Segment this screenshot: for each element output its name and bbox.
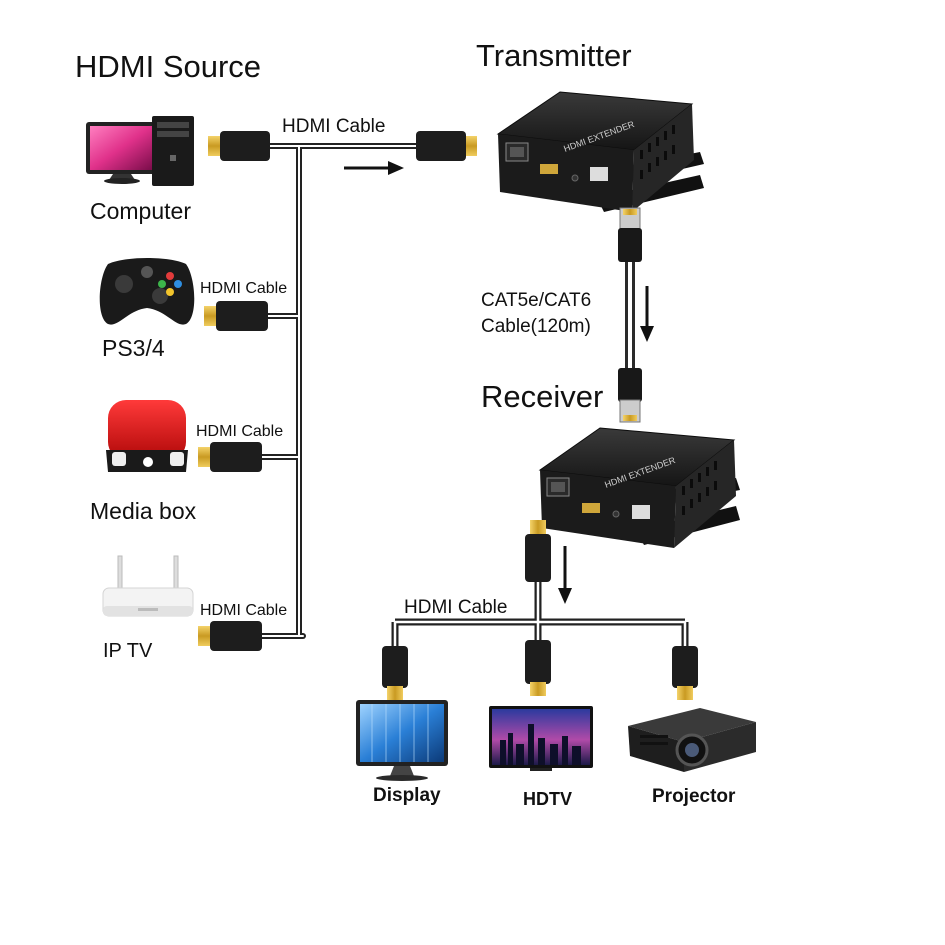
hdmi-plug-icon — [208, 131, 270, 161]
cable-label-ps: HDMI Cable — [200, 280, 288, 297]
cat-cable — [618, 207, 642, 423]
source-label-computer: Computer — [90, 198, 191, 224]
receiver-title: Receiver — [481, 379, 604, 414]
cable-label-media-box: HDMI Cable — [196, 423, 284, 440]
source-cable-bus — [259, 143, 421, 639]
arrow-right-icon — [344, 161, 404, 175]
router-icon — [102, 555, 194, 617]
cat-cable-label-line1: CAT5e/CAT6 — [481, 290, 592, 311]
cable-label-iptv: HDMI Cable — [200, 602, 288, 619]
output-label-projector: Projector — [652, 786, 736, 807]
output-label-display: Display — [373, 785, 441, 806]
media-box-icon — [106, 400, 188, 472]
transmitter-title: Transmitter — [476, 38, 632, 73]
hdmi-plug-icon — [382, 646, 408, 700]
output-cable-label: HDMI Cable — [404, 597, 508, 618]
hdmi-source-title: HDMI Source — [75, 49, 262, 84]
arrow-down-icon — [640, 286, 654, 342]
receiver-device — [538, 427, 740, 548]
source-label-iptv: IP TV — [103, 640, 153, 662]
output-label-hdtv: HDTV — [523, 789, 572, 809]
hdmi-plug-icon — [672, 646, 698, 700]
arrow-down-icon — [558, 546, 572, 604]
projector-icon — [628, 708, 756, 772]
cat-cable-label-line2: Cable(120m) — [481, 316, 591, 337]
hdmi-plug-icon — [416, 131, 477, 161]
output-cable-bus — [391, 580, 689, 648]
hdmi-plug-icon — [198, 442, 262, 472]
source-label-ps: PS3/4 — [102, 335, 165, 361]
hdmi-plug-icon — [525, 520, 551, 582]
source-label-media-box: Media box — [90, 498, 197, 524]
computer-icon — [86, 116, 194, 186]
transmitter-device — [496, 91, 704, 212]
hdmi-plug-icon — [204, 301, 268, 331]
cable-label-computer: HDMI Cable — [282, 116, 386, 137]
monitor-icon — [356, 700, 448, 781]
gamepad-icon — [99, 258, 195, 325]
hdmi-plug-icon — [198, 621, 262, 651]
tv-icon — [489, 706, 593, 771]
hdmi-plug-icon — [525, 640, 551, 696]
